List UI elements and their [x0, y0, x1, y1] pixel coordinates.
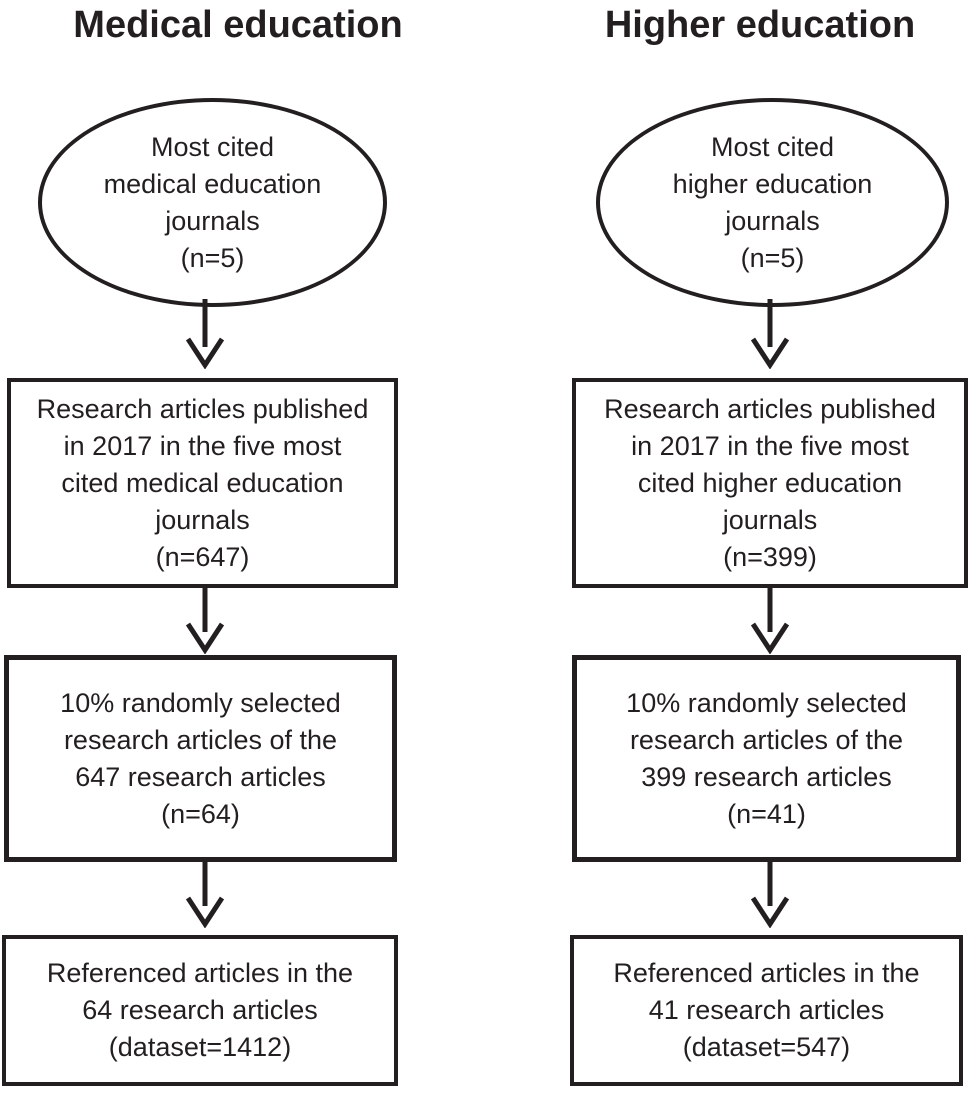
column-title-higher-education: Higher education	[604, 4, 916, 46]
higher-referenced-articles-box: Referenced articles in the 41 research a…	[570, 935, 963, 1086]
higher-referenced-articles-text: Referenced articles in the 41 research a…	[613, 958, 920, 1062]
higher-journals-ellipse-text: Most cited higher education journals (n=…	[672, 131, 873, 273]
medical-journals-ellipse: Most cited medical education journals (n…	[38, 98, 387, 307]
higher-published-articles-text: Research articles published in 2017 in t…	[604, 393, 936, 572]
arrow-down-icon	[185, 858, 225, 928]
medical-referenced-articles-text: Referenced articles in the 64 research a…	[46, 958, 354, 1062]
column-title-medical-education: Medical education	[73, 4, 403, 46]
higher-random-selection-box: 10% randomly selected research articles …	[572, 655, 961, 862]
medical-journals-ellipse-text: Most cited medical education journals (n…	[103, 131, 322, 273]
arrow-down-icon	[750, 299, 790, 369]
arrow-down-icon	[750, 858, 790, 928]
medical-random-selection-text: 10% randomly selected research articles …	[60, 687, 341, 829]
medical-referenced-articles-box: Referenced articles in the 64 research a…	[2, 935, 398, 1086]
arrow-down-icon	[750, 584, 790, 654]
arrow-down-icon	[185, 299, 225, 369]
higher-published-articles-box: Research articles published in 2017 in t…	[572, 378, 968, 588]
medical-published-articles-box: Research articles published in 2017 in t…	[7, 378, 398, 588]
higher-random-selection-text: 10% randomly selected research articles …	[626, 687, 907, 829]
medical-published-articles-text: Research articles published in 2017 in t…	[36, 393, 369, 572]
arrow-down-icon	[185, 584, 225, 654]
higher-journals-ellipse: Most cited higher education journals (n=…	[596, 98, 949, 307]
medical-random-selection-box: 10% randomly selected research articles …	[4, 655, 397, 862]
